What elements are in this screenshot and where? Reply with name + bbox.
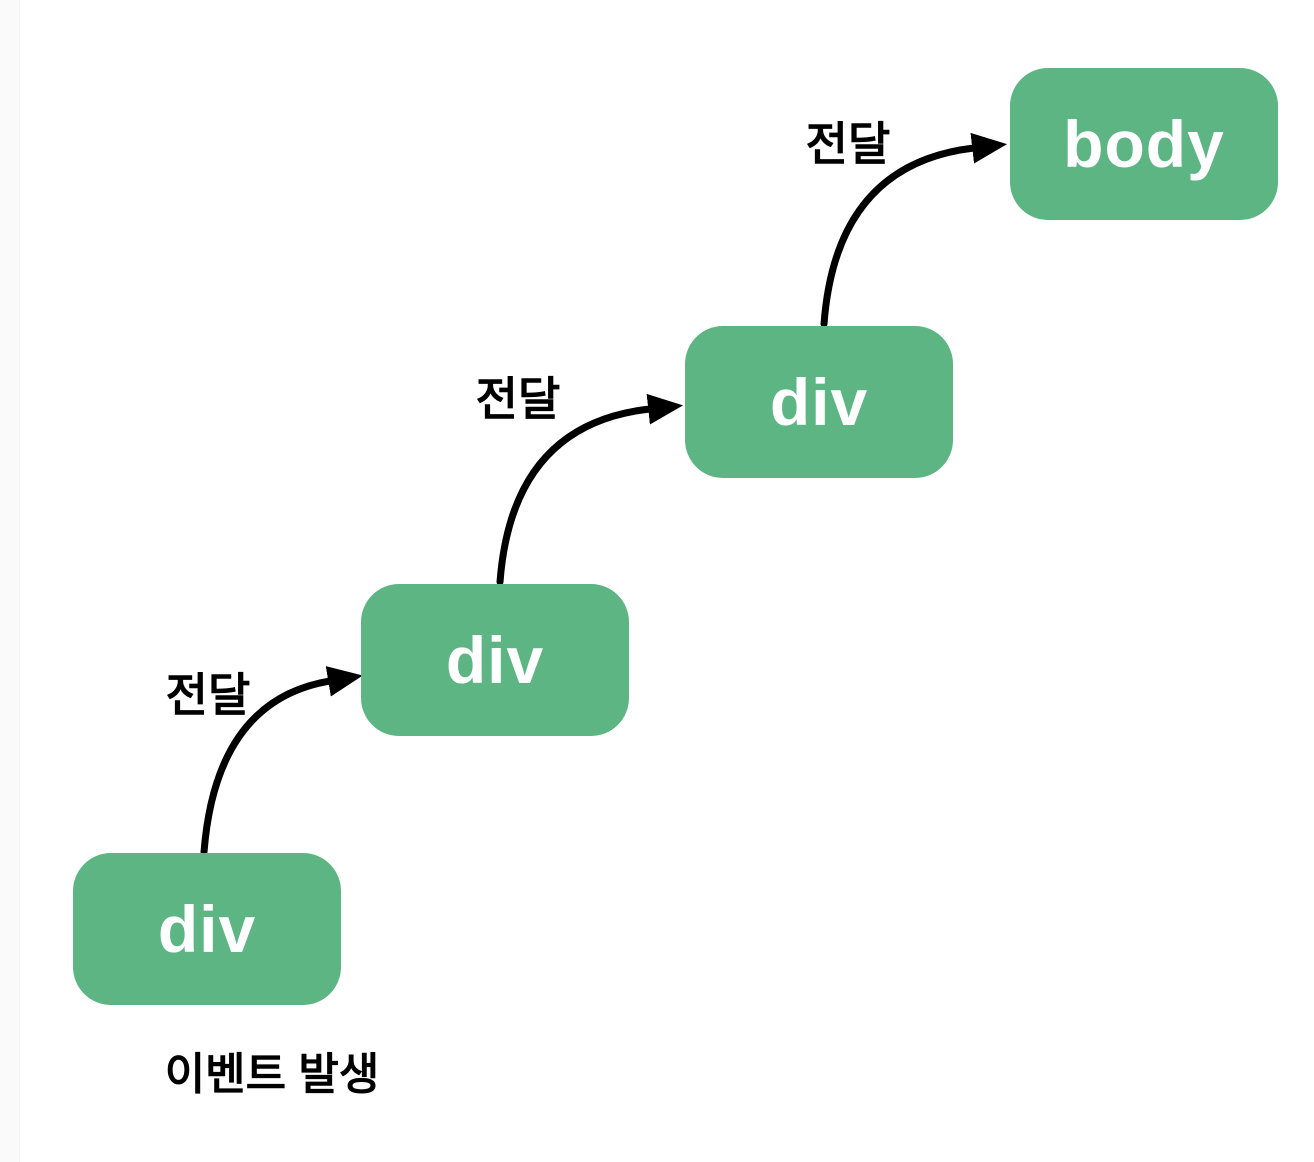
node-label: div: [157, 892, 257, 966]
event-origin-caption: 이벤트 발생: [164, 1050, 380, 1099]
propagation-label-1: 전달: [165, 669, 251, 721]
propagation-label-2: 전달: [475, 373, 561, 425]
node-label: div: [769, 365, 869, 439]
node-div-parent: div: [361, 584, 629, 736]
node-label: div: [445, 623, 545, 697]
node-label: body: [1063, 107, 1225, 181]
propagation-label-3: 전달: [805, 118, 891, 170]
node-body: body: [1010, 68, 1278, 220]
arrow-div2-to-div3: [496, 393, 684, 586]
page-edge-strip: [0, 0, 20, 1162]
node-div-source: div: [73, 853, 341, 1005]
arrow-div3-to-body: [820, 132, 1008, 328]
node-div-grandparent: div: [685, 326, 953, 478]
